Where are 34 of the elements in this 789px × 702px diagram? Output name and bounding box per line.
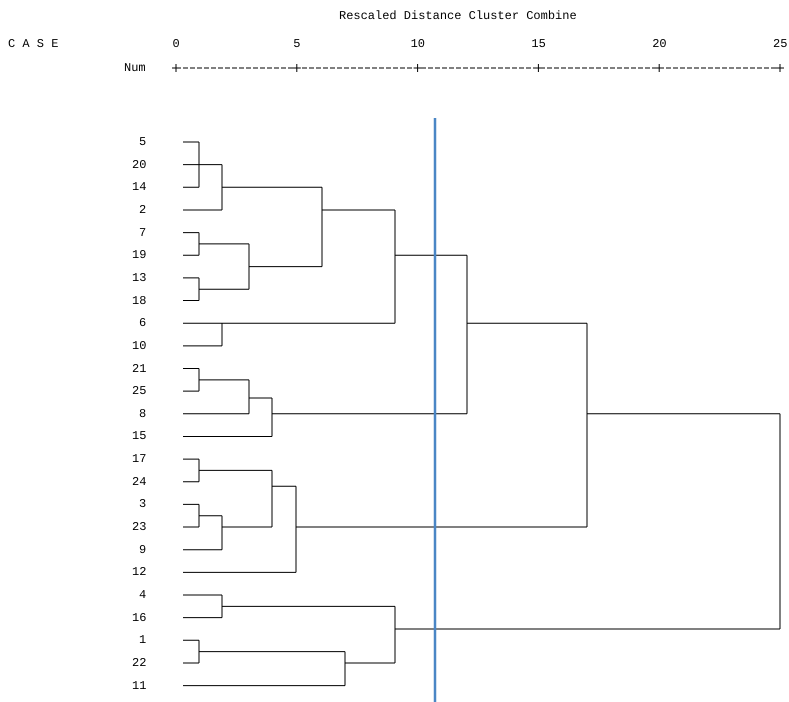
case-label: 11 bbox=[132, 678, 146, 693]
chart-title: Rescaled Distance Cluster Combine bbox=[339, 9, 577, 23]
column-header: Num bbox=[124, 61, 146, 75]
case-label: 5 bbox=[139, 135, 146, 149]
tick-label: 0 bbox=[172, 37, 180, 51]
tick-label: 10 bbox=[410, 37, 425, 51]
case-label: 23 bbox=[132, 520, 146, 534]
case-label: 2 bbox=[139, 202, 146, 217]
case-label: 21 bbox=[132, 362, 146, 376]
case-label: 19 bbox=[132, 248, 146, 262]
case-label: 8 bbox=[139, 406, 146, 421]
case-label: 15 bbox=[132, 429, 146, 444]
case-label: 18 bbox=[132, 294, 146, 308]
case-label: 14 bbox=[132, 180, 146, 194]
tick-label: 5 bbox=[293, 37, 300, 51]
case-label: 24 bbox=[132, 474, 146, 489]
case-label: 6 bbox=[139, 316, 146, 330]
case-label: 1 bbox=[139, 633, 146, 648]
case-label: 7 bbox=[139, 226, 146, 240]
tick-label: 25 bbox=[773, 37, 788, 51]
case-label: 13 bbox=[132, 270, 146, 285]
case-label: 17 bbox=[132, 452, 146, 466]
case-label: 16 bbox=[132, 610, 146, 625]
tick-label: 20 bbox=[652, 37, 667, 51]
tick-label: 15 bbox=[531, 37, 546, 51]
case-label: 10 bbox=[132, 338, 146, 353]
case-label: 9 bbox=[139, 542, 146, 557]
column-header: C A S E bbox=[8, 37, 58, 51]
case-label: 25 bbox=[132, 384, 146, 398]
case-label: 4 bbox=[139, 588, 146, 602]
case-label: 22 bbox=[132, 656, 146, 670]
case-label: 3 bbox=[139, 497, 146, 512]
case-label: 12 bbox=[132, 565, 146, 580]
case-label: 20 bbox=[132, 158, 146, 172]
